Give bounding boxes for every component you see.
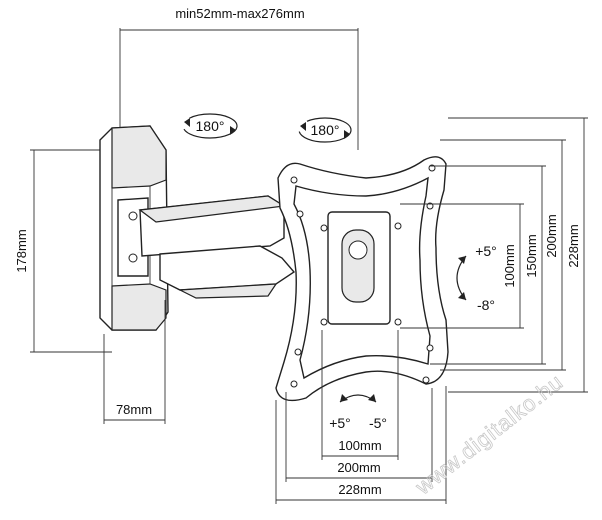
watermark: www.digitalko.hu [410,369,568,500]
vesa-h-200-label: 200mm [337,460,380,475]
tilt-indicator: +5° -8° [456,243,497,313]
arm-extension-label: min52mm-max276mm [175,6,304,21]
swivel-head-indicator: 180° [298,117,352,143]
swivel-head-label: 180° [311,122,340,138]
vesa-v-200-label: 200mm [544,214,559,257]
swivel-wall-label: 180° [196,118,225,134]
wall-plate-height-label: 178mm [14,229,29,272]
vesa-v-150-label: 150mm [524,234,539,277]
vesa-horizontal-dimensions: 100mm 200mm 228mm [275,330,447,504]
vesa-h-228-label: 228mm [338,482,381,497]
tilt-arrow-icon [456,255,467,301]
tilt-down-label: -8° [477,297,495,313]
swing-arm [138,195,296,299]
vesa-h-100-label: 100mm [338,438,381,453]
wall-plate-width-dimension: 78mm [103,300,166,424]
arm-extension-dimension: min52mm-max276mm [119,6,359,150]
wall-plate [99,125,169,331]
level-minus-label: -5° [369,415,387,431]
wall-plate-width-label: 78mm [116,402,152,417]
swivel-wall-arrow-icon [182,113,238,139]
swivel-wall-indicator: 180° [182,113,238,139]
swivel-head-arrow-icon [298,117,352,143]
level-indicator: +5° -5° [329,394,387,431]
vesa-v-100-label: 100mm [502,244,517,287]
vesa-head-plate [275,156,449,402]
wall-plate-height-dimension: 178mm [14,149,112,353]
vesa-vertical-dimensions: 100mm 150mm 200mm 228mm [400,117,588,393]
level-plus-label: +5° [329,415,351,431]
tilt-up-label: +5° [475,243,497,259]
vesa-v-228-label: 228mm [566,224,581,267]
